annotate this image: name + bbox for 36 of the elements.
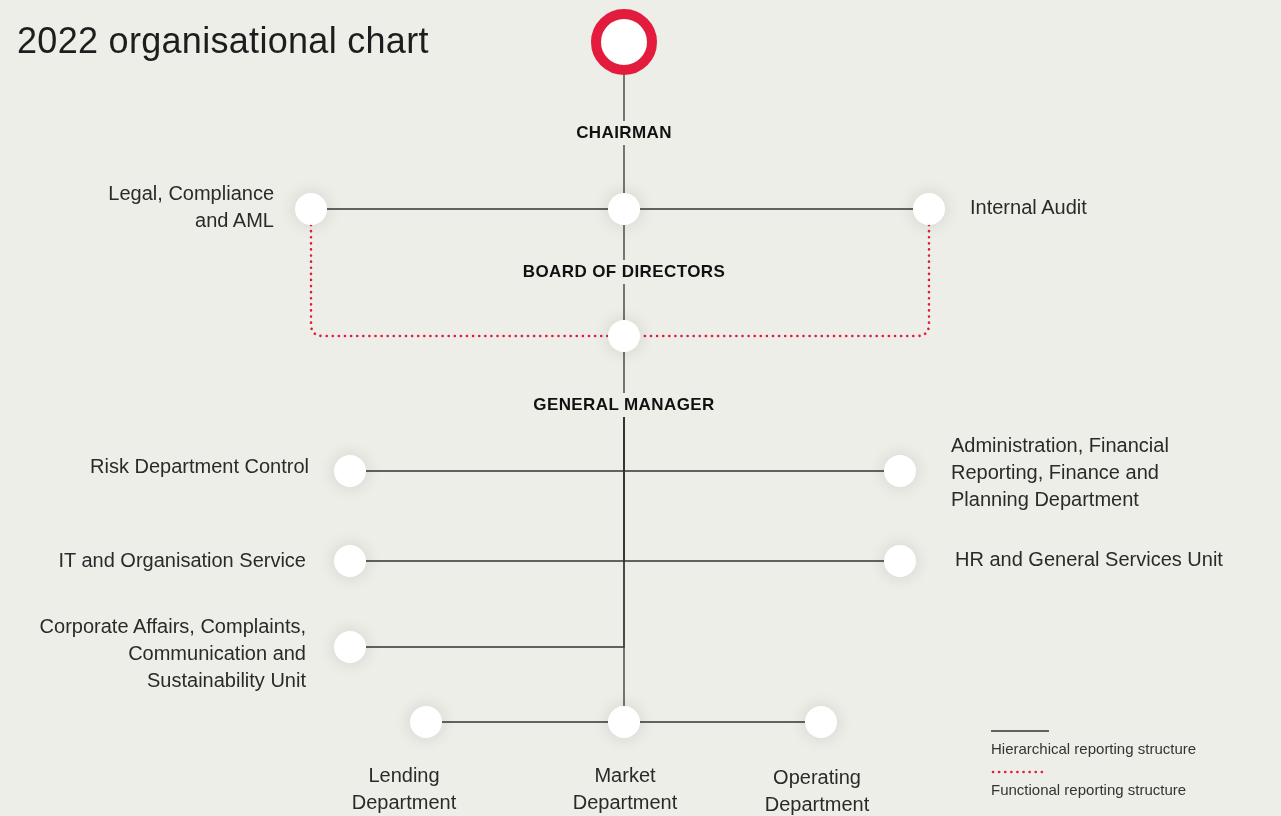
unit-label: Legal, Compliance and AML	[107, 181, 274, 233]
connector-line	[623, 283, 625, 321]
node-dot	[334, 631, 366, 663]
unit-label: Risk Department Control	[89, 454, 309, 479]
node-dot	[884, 545, 916, 577]
connector-line	[623, 144, 625, 194]
unit-label: Internal Audit	[970, 195, 1088, 220]
connector-line	[639, 208, 914, 210]
legend-label: Functional reporting structure	[991, 781, 1187, 798]
unit-label: Lending Department	[350, 763, 458, 815]
connector-line	[623, 74, 625, 122]
connector-line	[326, 208, 609, 210]
node-dot	[295, 193, 327, 225]
chart-title: 2022 organisational chart	[17, 20, 429, 62]
legend-label: Hierarchical reporting structure	[991, 740, 1197, 757]
node-dot	[334, 545, 366, 577]
node-dot	[608, 193, 640, 225]
connector-line	[441, 721, 609, 723]
dotted-connector	[309, 223, 610, 338]
connector-line	[623, 351, 625, 394]
connector-line	[639, 721, 806, 723]
unit-label: IT and Organisation Service	[57, 548, 306, 573]
node-dot	[884, 455, 916, 487]
node-dot	[608, 320, 640, 352]
unit-label: Administration, Financial Reporting, Finance and Planning Department	[951, 433, 1170, 512]
node-dot	[913, 193, 945, 225]
unit-label: HR and General Services Unit	[955, 547, 1224, 572]
connector-line	[623, 416, 625, 707]
unit-label: Market Department	[571, 763, 679, 815]
unit-label: Corporate Affairs, Complaints, Communication and Sustainability Unit	[38, 614, 306, 693]
node-dot	[334, 455, 366, 487]
node-dot	[608, 706, 640, 738]
node-dot	[805, 706, 837, 738]
connector-line	[623, 224, 625, 261]
unit-label: Operating Department	[763, 765, 871, 816]
node-dot	[410, 706, 442, 738]
